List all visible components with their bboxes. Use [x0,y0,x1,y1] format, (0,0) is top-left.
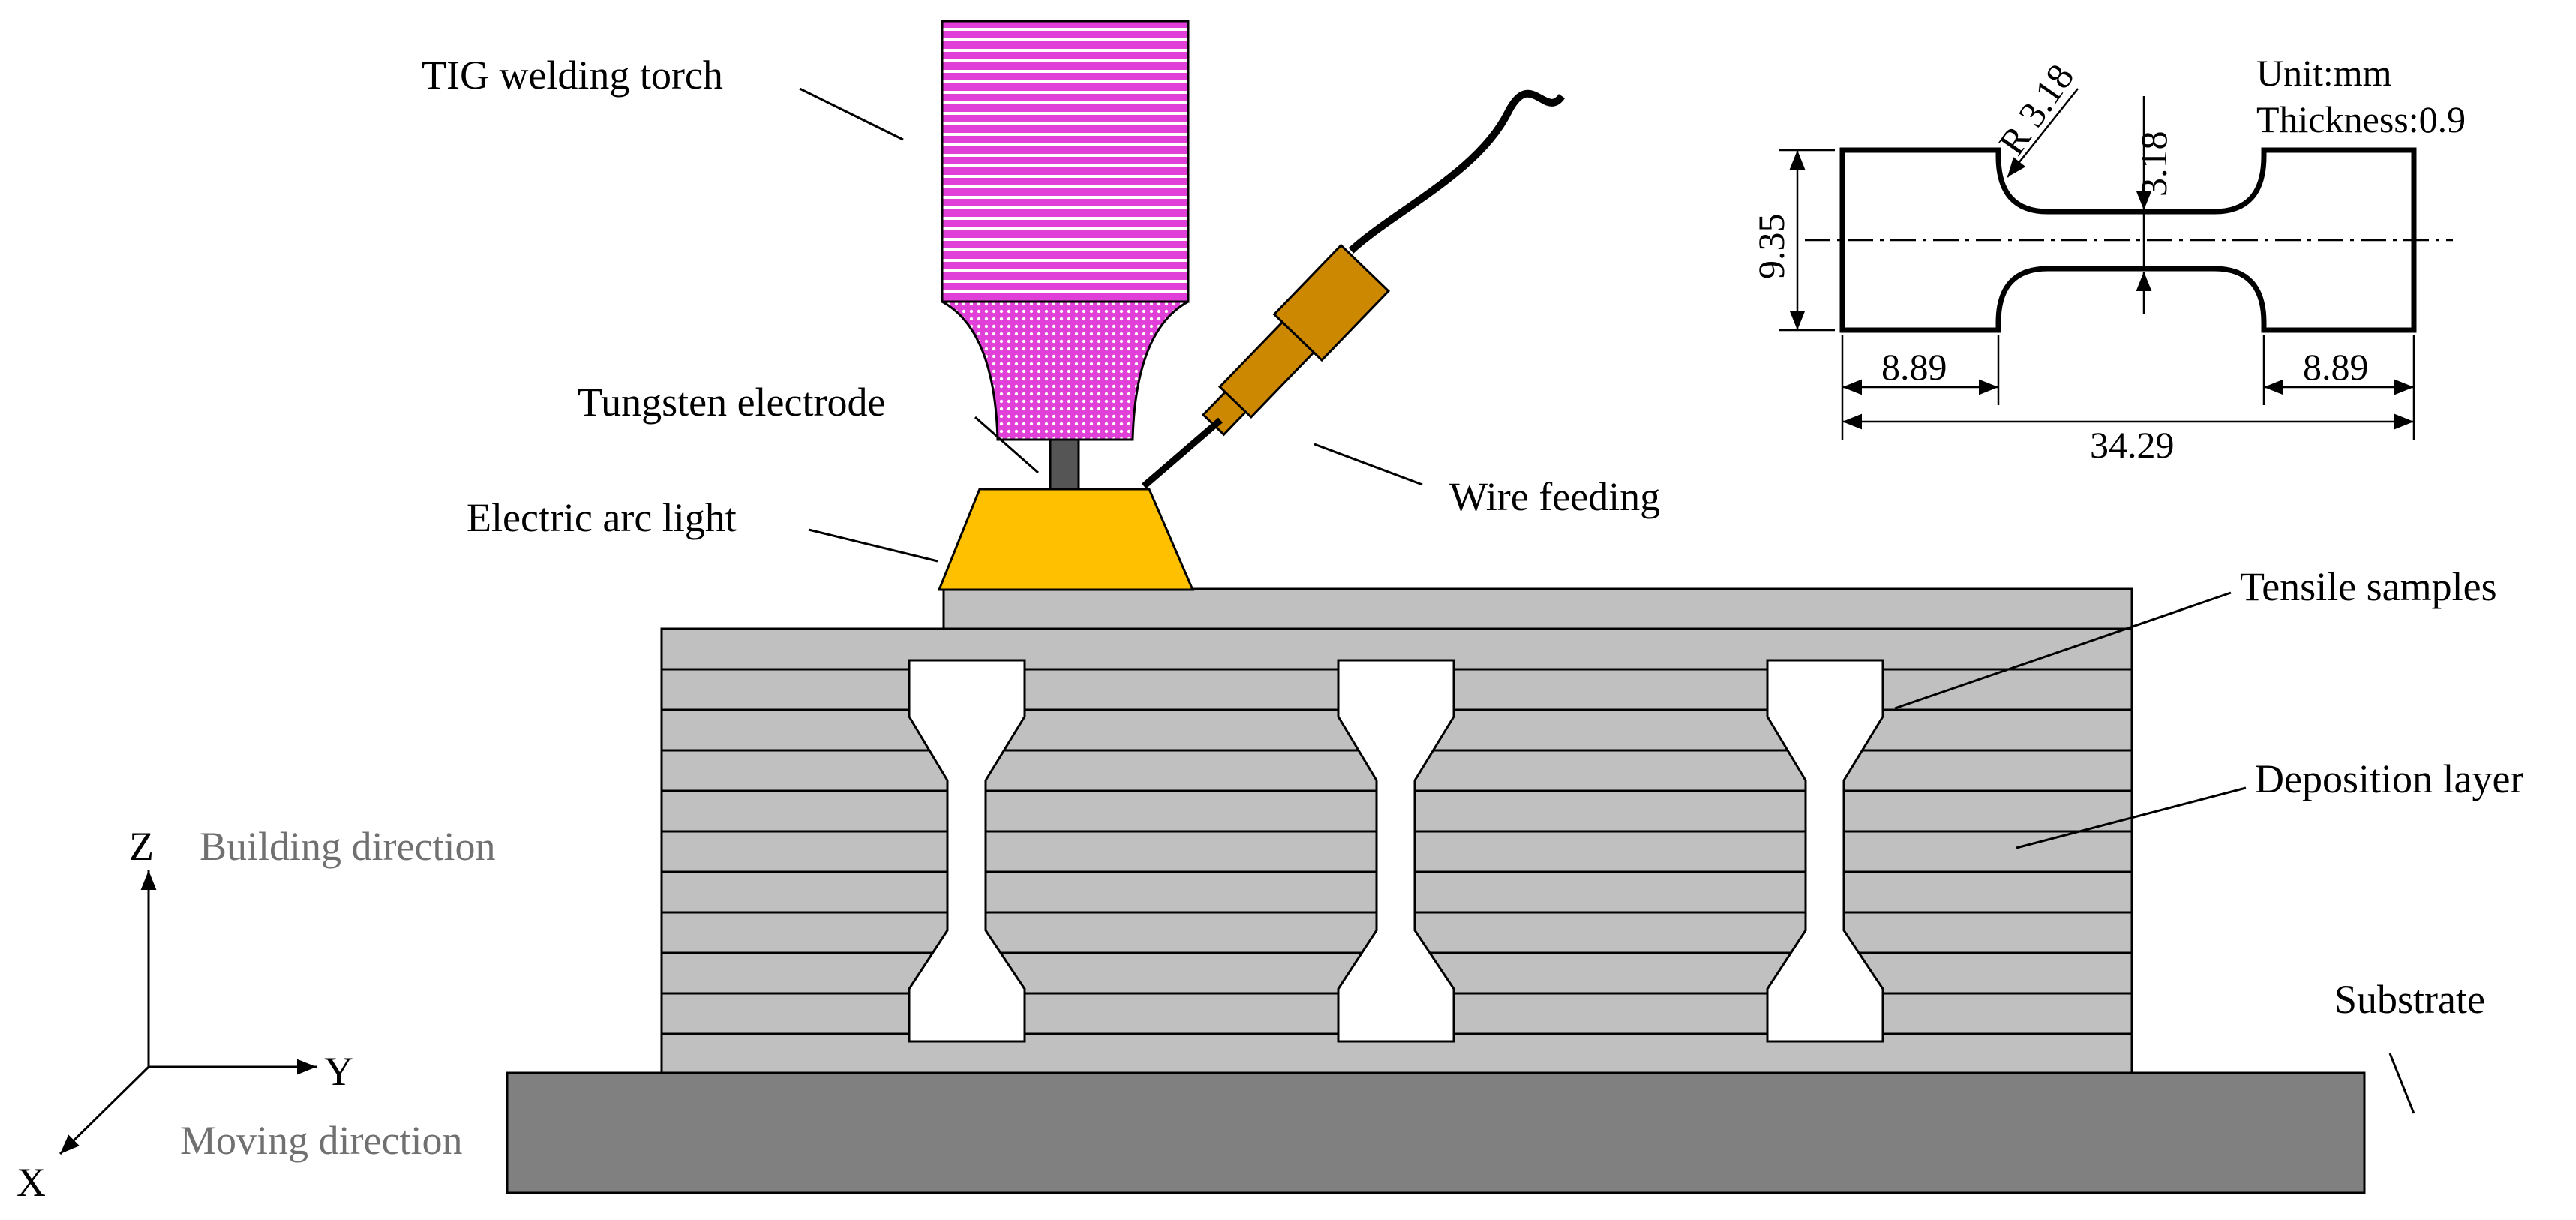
dim-total-length: 34.29 [2090,424,2175,466]
substrate-plate [506,1071,2366,1194]
label-deposition-layer: Deposition layer [2255,756,2523,801]
specimen-unit: Unit:mm [2256,52,2392,94]
dim-radius: R 3.18 [1990,56,2082,162]
tig-welding-torch [941,20,1190,491]
axis-label-y: Y [324,1049,353,1094]
tensile-samples [908,659,1884,1043]
tensile-specimen-drawing: Unit:mm Thickness:0.9 R 3.18 3.18 9.35 8… [1750,52,2466,466]
wire-feeder [1142,89,1566,489]
label-tig-welding-torch: TIG welding torch [422,53,723,98]
label-tungsten-electrode: Tungsten electrode [578,380,885,425]
specimen-outline [1839,147,2417,333]
coordinate-axes [59,870,317,1155]
specimen-thickness: Thickness:0.9 [2256,98,2466,140]
label-moving-direction: Moving direction [180,1118,462,1163]
dim-neck-width: 3.18 [2133,131,2175,197]
tensile-sample-1 [908,659,1026,1043]
label-building-direction: Building direction [200,824,495,869]
label-substrate: Substrate [2334,977,2485,1022]
tungsten-electrode [1049,438,1080,491]
dim-height: 9.35 [1750,214,1792,280]
label-electric-arc-light: Electric arc light [467,495,737,540]
electric-arc-light [937,488,1195,591]
tensile-sample-2 [1337,659,1455,1043]
axis-label-x: X [17,1160,46,1205]
label-tensile-samples: Tensile samples [2240,564,2497,609]
dim-grip-right: 8.89 [2303,346,2369,388]
label-wire-feeding: Wire feeding [1449,474,1660,519]
dim-grip-left: 8.89 [1881,346,1947,388]
axis-label-z: Z [129,824,154,869]
tensile-sample-3 [1766,659,1884,1043]
leader-lines [799,87,2415,1114]
